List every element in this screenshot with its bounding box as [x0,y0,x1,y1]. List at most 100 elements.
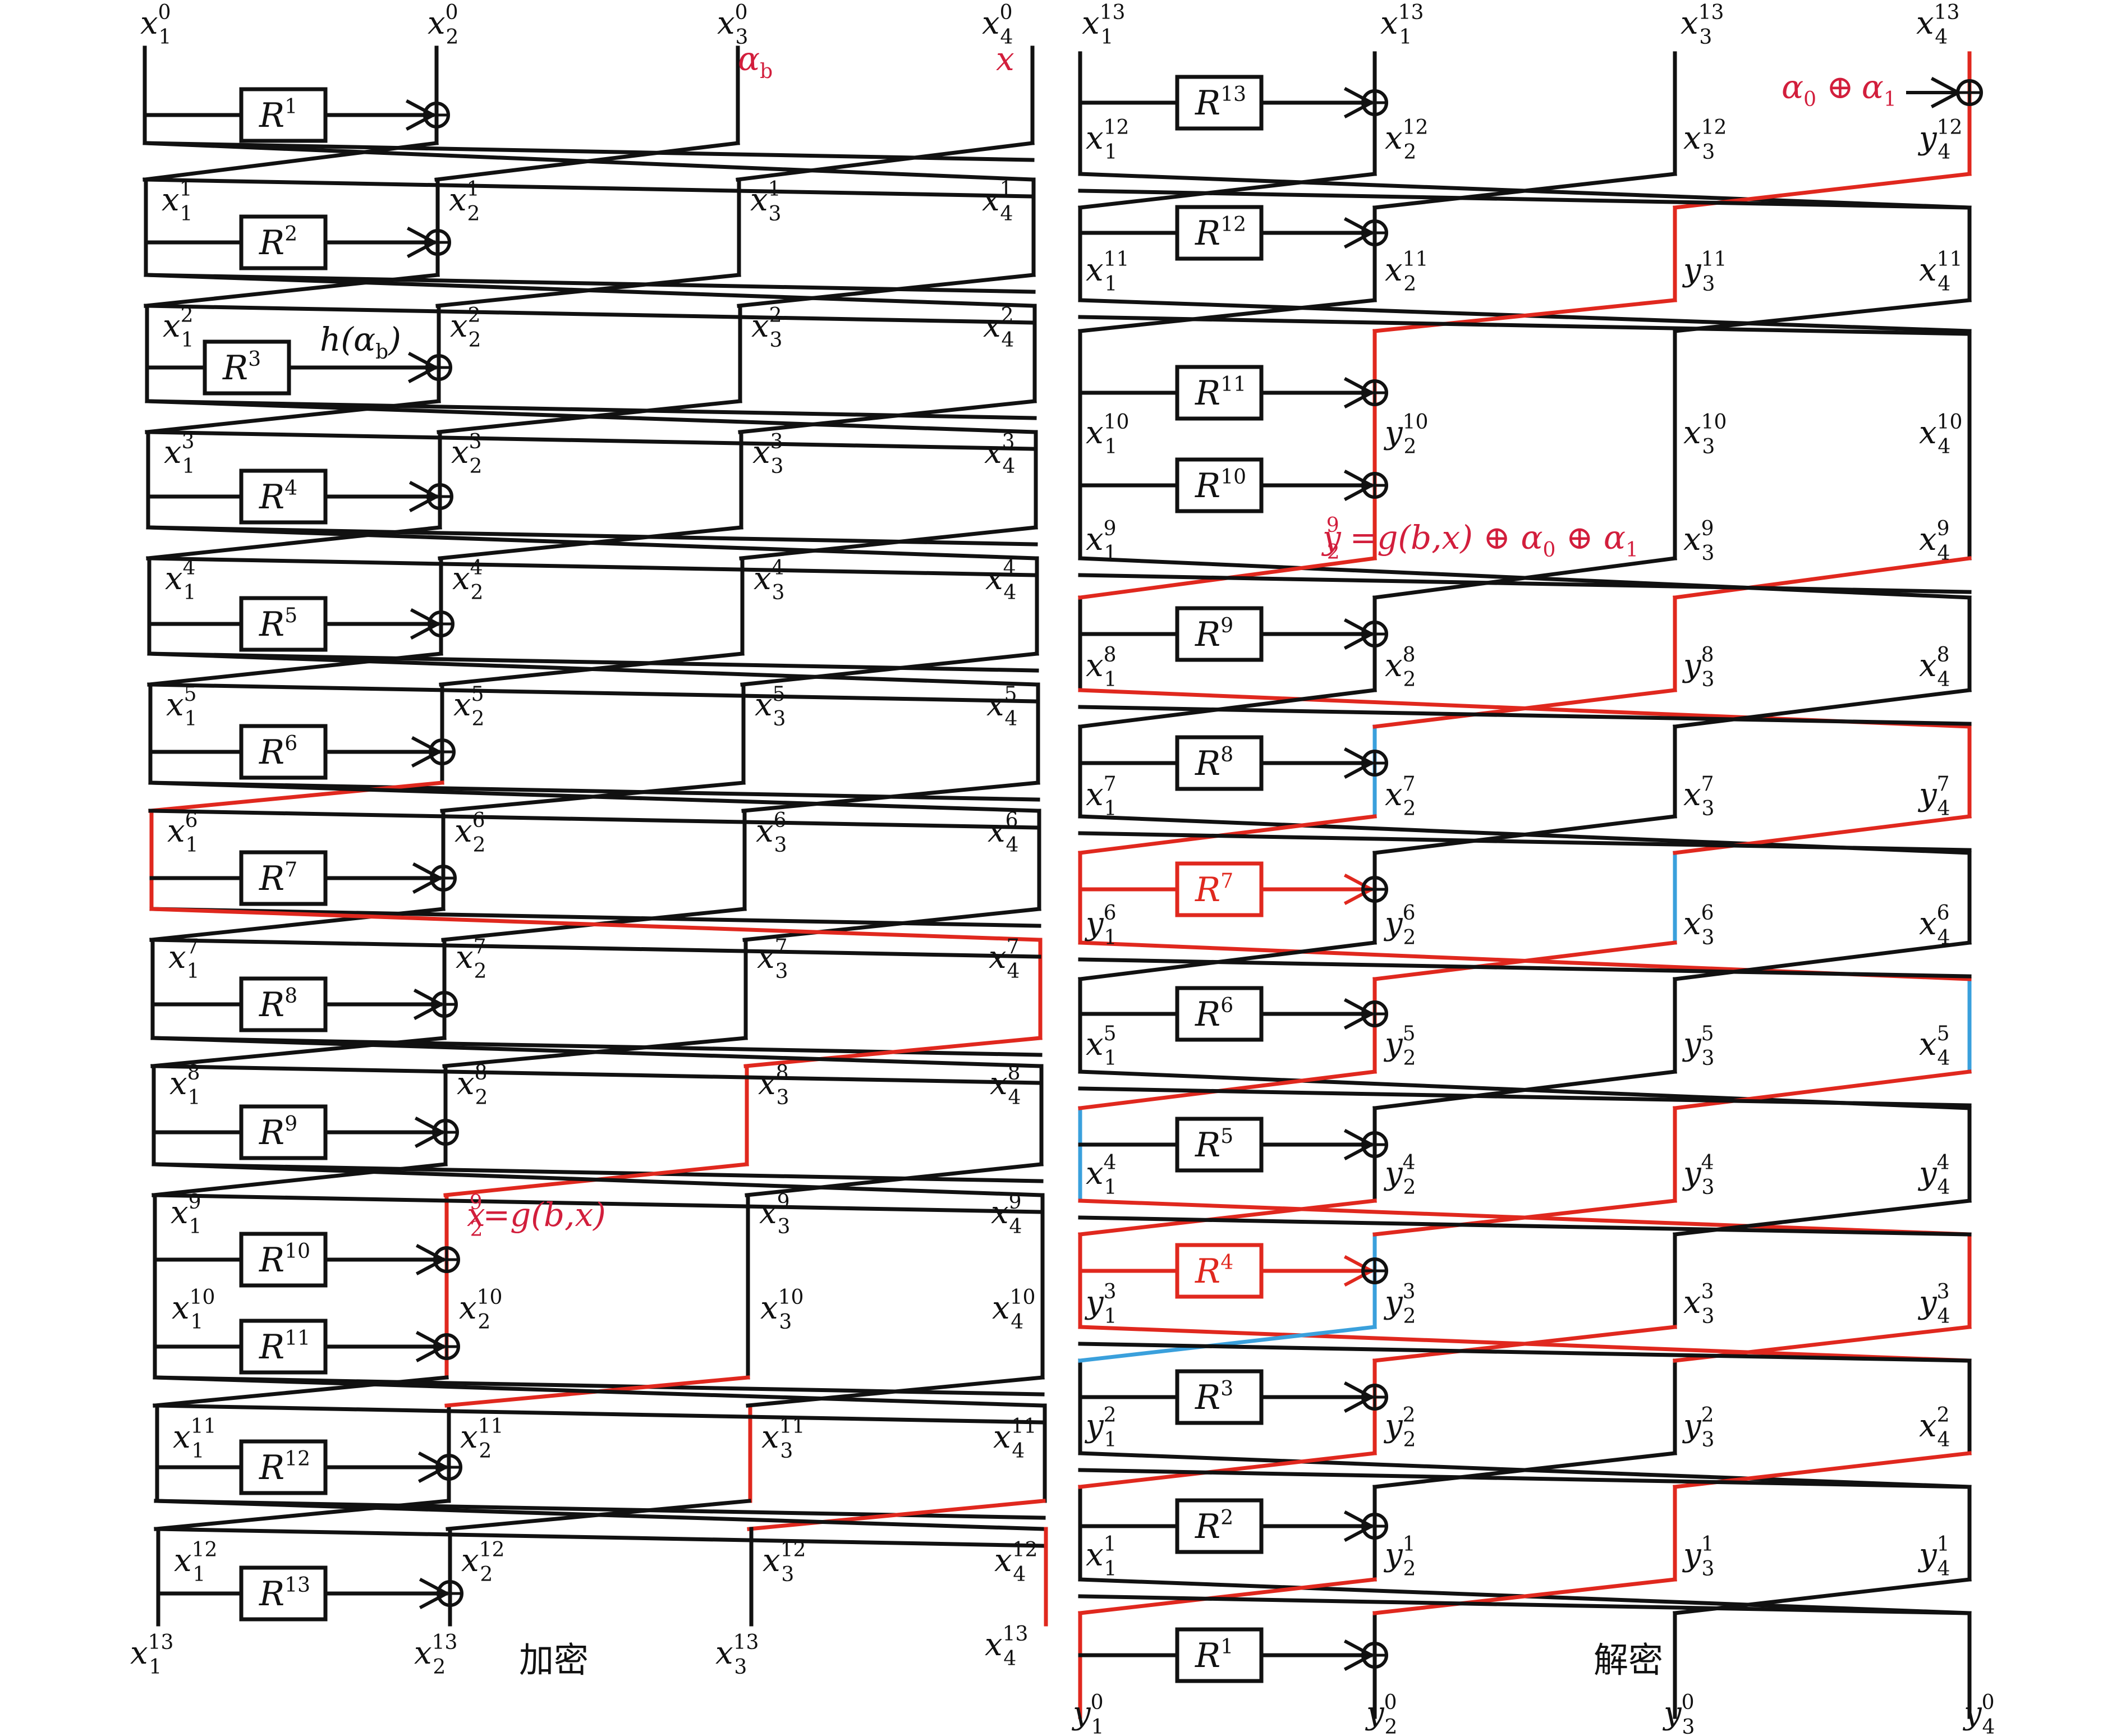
dec-round-4-box-label: R4 [1195,1251,1233,1291]
dec-cross-3-to-2 [1372,1198,1677,1237]
dec-round-2-box-label: R2 [1195,1507,1233,1546]
enc-bottom-rail [145,430,1037,451]
arrow-head [1343,1255,1374,1274]
dec-round-8-box [1175,735,1264,791]
decryption-caption: 解密 [1594,1639,1663,1680]
enc-cross-2-to-1 [145,399,441,434]
enc-round-2-box-label: R2 [259,223,297,263]
arrow-head [407,351,438,370]
dec-cross-2-to-1 [1078,1198,1377,1237]
dec-round-11-box-label: R11 [1195,373,1246,413]
arrow-head [1343,390,1374,409]
enc-cross-4-to-3 [740,651,1039,687]
enc-cross-1-to-4 [152,1162,1044,1197]
enc-cross-4-to-3 [737,273,1036,308]
enc-cross-4-to-3 [747,1499,1046,1531]
dec-cross-3-to-2 [1372,298,1677,333]
arrow-head [405,112,436,131]
arrow-head [1343,1268,1374,1287]
dec-round-10-box [1175,457,1264,513]
arrow-head [411,749,442,768]
enc-bottom-rail [144,304,1036,325]
arrow-head [417,1451,448,1470]
enc-round-1-box-label: R1 [259,95,297,135]
dec-cross-4-to-3 [1673,556,1972,600]
arrow-head [410,608,440,627]
dec-cross-3-to-2 [1372,688,1677,729]
dec-cross-3-to-2 [1372,556,1677,600]
dec-round-9-box [1175,606,1264,662]
enc-round-3-box-label: R3 [222,348,261,388]
enc-cross-4-to-3 [741,780,1040,813]
arrow-head [407,365,438,384]
dec-cross-3-to-2 [1372,1451,1677,1489]
arrow-head [1343,618,1374,637]
dec-rail [1078,1342,1972,1363]
dec-rail [1078,315,1972,336]
arrow-head [1343,100,1374,119]
enc-cross-2-to-1 [147,651,443,687]
dec-round-6-box-label: R6 [1195,994,1233,1034]
arrow-head [406,240,437,259]
arrow-head [1343,469,1374,488]
enc-cross-1-to-4 [143,141,1035,182]
enc-bottom-rail [143,177,1035,199]
enc-x-annotation: x [996,40,1014,78]
dec-round-12-box [1175,205,1264,261]
dec-round-8-box-label: R8 [1195,743,1233,783]
enc-round-9-box [239,1104,328,1160]
dec-rail [1078,189,1972,210]
arrow-head [413,988,444,1007]
enc-cross-2-to-1 [144,273,440,308]
enc-round-2-box [239,214,328,270]
encryption-caption: 加密 [519,1639,589,1680]
arrow-head [415,1243,446,1262]
enc-cross-1-to-4 [146,525,1038,561]
enc-cross-4-to-3 [736,141,1035,182]
enc-cross-4-to-3 [738,399,1037,434]
enc-cross-1-to-4 [154,1499,1046,1531]
enc-cross-4-to-3 [745,1162,1044,1197]
enc-alpha-b-annotation: αb [738,40,773,83]
arrow-head [1343,1011,1374,1030]
enc-cross-1-to-4 [144,273,1036,308]
enc-h-annotation: h(αb) [320,320,401,364]
dec-cross-3-to-2 [1372,1325,1677,1363]
enc-round-8-box-label: R8 [259,985,297,1025]
